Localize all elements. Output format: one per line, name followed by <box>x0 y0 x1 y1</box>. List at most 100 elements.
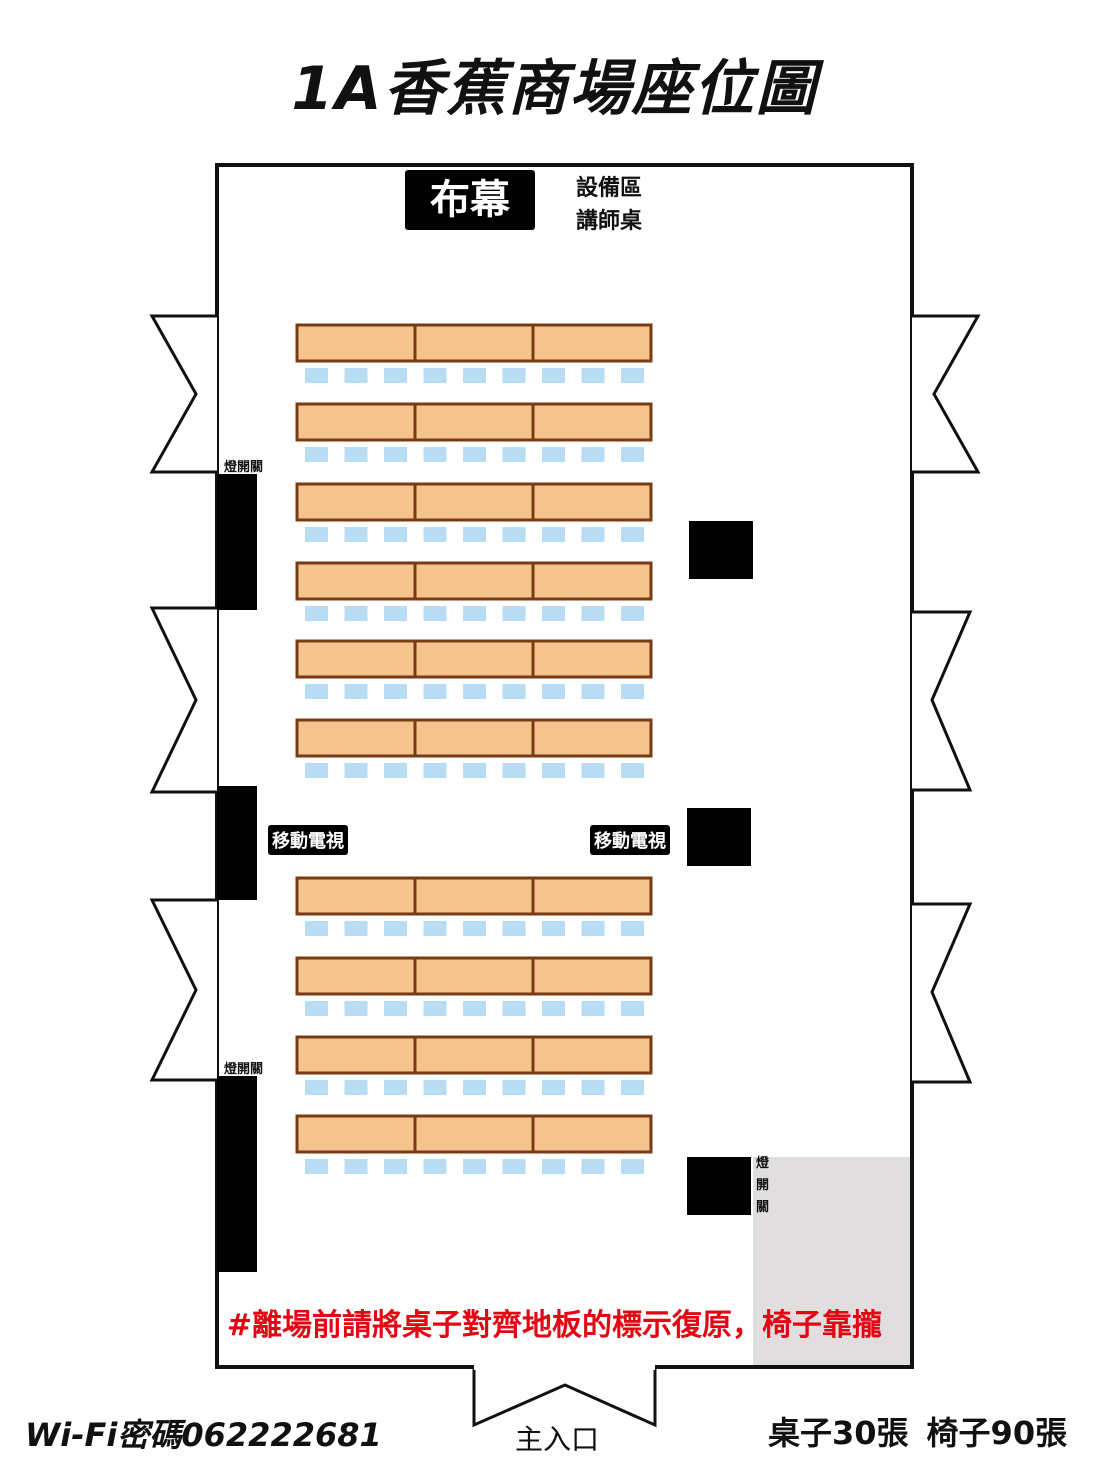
chair <box>463 368 486 383</box>
light-switch-label: 燈開關 <box>224 1062 264 1077</box>
chair <box>423 527 447 542</box>
chair <box>621 1001 644 1016</box>
chair <box>542 1001 565 1016</box>
chair <box>344 606 368 621</box>
desk <box>295 956 417 996</box>
pillar <box>687 1157 751 1215</box>
chair <box>344 1080 368 1095</box>
chair <box>423 606 447 621</box>
chair <box>305 684 328 699</box>
chair <box>305 1159 328 1174</box>
chair <box>344 684 368 699</box>
chair <box>542 763 565 778</box>
chair <box>542 684 565 699</box>
chair <box>384 1159 407 1174</box>
chair <box>502 1159 526 1174</box>
window-left-3 <box>149 898 217 1082</box>
chair <box>344 763 368 778</box>
page-title: 1A香蕉商場座位圖 <box>291 54 818 124</box>
chair <box>542 1159 565 1174</box>
mobile-tv-label: 移動電視 <box>590 825 670 855</box>
desk <box>413 876 535 916</box>
entrance-label: 主入口 <box>515 1423 600 1456</box>
desk <box>531 402 653 442</box>
chair <box>621 447 644 462</box>
chair <box>502 921 526 936</box>
chair <box>463 1080 486 1095</box>
chair <box>384 1080 407 1095</box>
chair <box>463 763 486 778</box>
chair <box>305 1001 328 1016</box>
light-switch-label: 燈開關 <box>224 460 264 475</box>
desk <box>531 876 653 916</box>
chair <box>384 684 407 699</box>
desk <box>531 1114 653 1154</box>
chair <box>384 921 407 936</box>
desk <box>295 402 417 442</box>
wifi-password: Wi-Fi密碼062222681 <box>25 1416 382 1454</box>
chair <box>581 527 605 542</box>
chair <box>581 763 605 778</box>
desk <box>531 482 653 522</box>
chair <box>423 447 447 462</box>
chair <box>502 447 526 462</box>
wall-block <box>217 474 257 610</box>
light-switch-label: 燈開關 <box>756 1156 770 1215</box>
mobile-tv-label: 移動電視 <box>268 825 348 855</box>
chair <box>344 527 368 542</box>
chair <box>305 763 328 778</box>
window-right-2 <box>912 610 973 792</box>
chair <box>305 527 328 542</box>
chair <box>384 606 407 621</box>
wall-block <box>217 786 257 900</box>
chair <box>581 606 605 621</box>
chair <box>542 447 565 462</box>
desk <box>295 323 417 363</box>
chair <box>305 368 328 383</box>
desk <box>413 323 535 363</box>
chair <box>621 368 644 383</box>
chair <box>581 447 605 462</box>
chair <box>305 1080 328 1095</box>
window-right-1 <box>912 314 981 474</box>
chair <box>305 447 328 462</box>
desk <box>413 402 535 442</box>
notice-text: #離場前請將桌子對齊地板的標示復原，椅子靠攏 <box>226 1308 883 1343</box>
chair <box>423 1159 447 1174</box>
chair <box>581 1001 605 1016</box>
chair <box>344 921 368 936</box>
chair <box>423 763 447 778</box>
chair <box>384 527 407 542</box>
chair <box>502 763 526 778</box>
desk <box>413 956 535 996</box>
desk <box>295 639 417 679</box>
chair <box>621 763 644 778</box>
desk <box>295 718 417 758</box>
chair <box>463 921 486 936</box>
equipment-area-label: 設備區 <box>576 176 643 201</box>
chair <box>502 527 526 542</box>
chair <box>463 447 486 462</box>
desk <box>531 1035 653 1075</box>
chair <box>581 1159 605 1174</box>
pillar <box>687 808 751 866</box>
seating-area <box>295 323 653 1174</box>
chair <box>463 606 486 621</box>
chair-count: 椅子90張 <box>926 1414 1068 1452</box>
desk <box>295 1114 417 1154</box>
chair <box>423 684 447 699</box>
chair <box>502 606 526 621</box>
desk <box>531 561 653 601</box>
chair <box>463 527 486 542</box>
corner-zone <box>753 1157 911 1367</box>
chair <box>621 684 644 699</box>
desk <box>531 956 653 996</box>
chair <box>621 1159 644 1174</box>
chair <box>384 368 407 383</box>
furniture-counts: 桌子30張椅子90張 <box>768 1408 1085 1454</box>
chair <box>621 1080 644 1095</box>
entrance-door <box>472 1367 657 1428</box>
window-left-2 <box>149 606 217 794</box>
desk <box>413 718 535 758</box>
